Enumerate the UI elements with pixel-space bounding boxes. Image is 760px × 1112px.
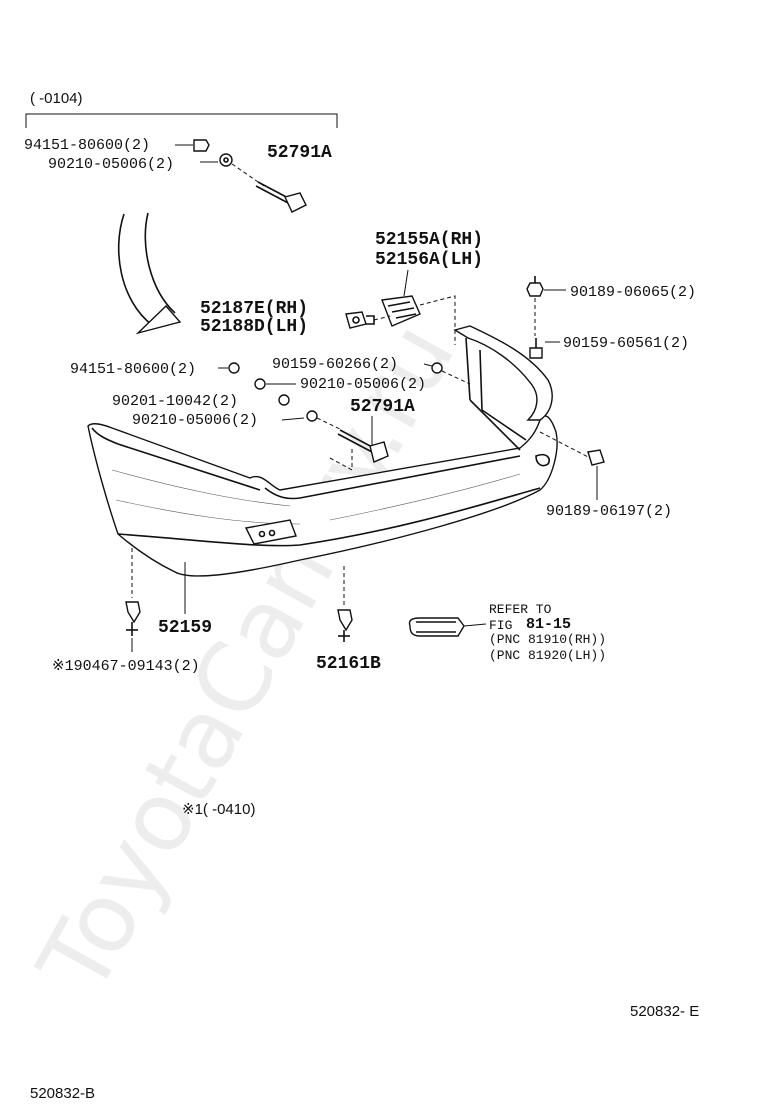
label-52156A: 52156A(LH) [375, 250, 483, 270]
label-refer-fig: FIG [489, 618, 512, 633]
screw-90159-60266-icon [431, 362, 443, 374]
washer-90201-icon [278, 394, 290, 406]
nut-90189-06065-icon [526, 276, 544, 297]
label-90159-60561: 90159-60561(2) [563, 335, 689, 352]
label-52791A-mid: 52791A [350, 397, 415, 417]
label-52791A-top: 52791A [267, 143, 332, 163]
screw-90159-60561-icon [529, 338, 543, 359]
figure-code-right: 520832- E [630, 1003, 699, 1020]
label-pnc-lh: (PNC 81920(LH)) [489, 648, 606, 663]
footnote-1: ※1( -0410) [182, 801, 255, 818]
label-52187E: 52187E(RH) [200, 299, 308, 319]
label-90210-low: 90210-05006(2) [132, 412, 258, 429]
bolt-52791A-top-icon [255, 181, 307, 213]
label-90210-mid: 90210-05006(2) [300, 376, 426, 393]
clip-90189-06197-icon [587, 449, 605, 466]
label-94151-mid: 94151-80600(2) [70, 361, 196, 378]
label-90201: 90201-10042(2) [112, 393, 238, 410]
bolt-52791A-mid-icon [337, 429, 389, 463]
bumper-cover-icon [87, 325, 558, 577]
clip-52161B-icon [337, 609, 353, 642]
label-190467: ※190467-09143(2) [52, 658, 200, 675]
label-refer-fig-number: 81-15 [526, 616, 571, 633]
retainer-bracket-icon [381, 295, 421, 327]
label-90210-top: 90210-05006(2) [48, 156, 174, 173]
clip-52187E-icon [345, 311, 375, 329]
washer-90210-mid-icon [254, 378, 266, 390]
label-94151-top: 94151-80600(2) [24, 137, 150, 154]
label-52161B: 52161B [316, 654, 381, 674]
washer-90210-low-icon [306, 410, 318, 422]
curved-arrow-icon [118, 212, 182, 335]
label-52188D: 52188D(LH) [200, 317, 308, 337]
reflector-icon [408, 617, 465, 637]
nut-icon-top [193, 139, 210, 152]
nut-icon-mid [228, 362, 240, 374]
label-90159-60266: 90159-60266(2) [272, 356, 398, 373]
label-52159: 52159 [158, 618, 212, 638]
clip-190467-icon [125, 601, 141, 636]
figure-code-left: 520832-B [30, 1085, 95, 1102]
label-52155A: 52155A(RH) [375, 230, 483, 250]
washer-icon-top [219, 153, 233, 167]
label-pnc-rh: (PNC 81910(RH)) [489, 632, 606, 647]
bracket-line [25, 113, 338, 128]
label-refer-to: REFER TO [489, 602, 552, 617]
bracket-header: ( -0104) [30, 90, 83, 107]
label-90189-06065: 90189-06065(2) [570, 284, 696, 301]
label-90189-06197: 90189-06197(2) [546, 503, 672, 520]
